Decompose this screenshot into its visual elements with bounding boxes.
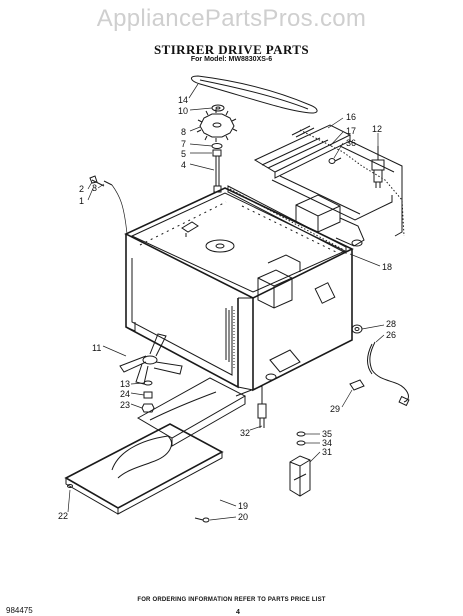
callout-14: 14 xyxy=(178,95,188,105)
page-number: 4 xyxy=(236,609,240,616)
callout-36: 36 xyxy=(346,138,356,148)
stirrer-shaft-4 xyxy=(213,156,222,193)
callout-3: 3 xyxy=(92,183,97,193)
callout-16: 16 xyxy=(346,112,356,122)
site-watermark: AppliancePartsPros.com xyxy=(96,5,367,32)
callout-22: 22 xyxy=(58,511,68,521)
diagram-title: STIRRER DRIVE PARTS xyxy=(154,42,309,57)
callout-34: 34 xyxy=(322,438,332,448)
oven-cavity-chassis xyxy=(124,187,354,392)
parts-diagram-page: AppliancePartsPros.com STIRRER DRIVE PAR… xyxy=(6,5,410,616)
callout-4: 4 xyxy=(181,160,186,170)
switch-31 xyxy=(289,455,311,497)
stirrer-pulley-8 xyxy=(196,109,238,142)
callout-1: 1 xyxy=(79,196,84,206)
washer-10 xyxy=(211,104,225,112)
washer-35-34 xyxy=(296,431,306,446)
callout-12: 12 xyxy=(372,124,382,134)
exploded-view-drawing: 14 10 8 7 5 4 2 3 1 16 17 36 12 18 11 13… xyxy=(58,75,410,523)
stirrer-blade-11 xyxy=(119,333,183,385)
callout-2: 2 xyxy=(79,184,84,194)
callout-numbers: 14 10 8 7 5 4 2 3 1 16 17 36 12 18 11 13… xyxy=(58,95,396,522)
model-label: For Model: MW8830XS-6 xyxy=(190,56,273,63)
drive-belt xyxy=(191,75,318,114)
callout-18: 18 xyxy=(382,262,392,272)
callout-19: 19 xyxy=(238,501,248,511)
washer-13 xyxy=(143,380,153,386)
callout-35: 35 xyxy=(322,429,332,439)
callout-10: 10 xyxy=(178,106,188,116)
grommet-28 xyxy=(351,324,363,334)
callout-29: 29 xyxy=(330,404,340,414)
callout-5: 5 xyxy=(181,149,186,159)
callout-32: 32 xyxy=(240,428,250,438)
washer-7 xyxy=(211,143,223,149)
callout-28: 28 xyxy=(386,319,396,329)
callout-23: 23 xyxy=(120,400,130,410)
callout-24: 24 xyxy=(120,389,130,399)
bottom-cover-plate xyxy=(64,423,224,523)
waveguide-duct-16 xyxy=(253,124,403,237)
callout-13: 13 xyxy=(120,379,130,389)
callout-11: 11 xyxy=(92,343,101,353)
air-deflector-plate xyxy=(136,377,247,447)
ordering-note: FOR ORDERING INFORMATION REFER TO PARTS … xyxy=(137,597,326,603)
callout-31: 31 xyxy=(322,447,332,457)
clip-36 xyxy=(328,157,342,164)
document-part-number: 984475 xyxy=(6,606,33,615)
callout-7: 7 xyxy=(181,139,186,149)
bearing-5 xyxy=(212,149,222,157)
connector-29 xyxy=(349,379,365,391)
nut-23 xyxy=(141,403,155,413)
thermostat-12 xyxy=(371,146,385,188)
callout-17: 17 xyxy=(346,126,356,136)
callout-26: 26 xyxy=(386,330,396,340)
bearing-24 xyxy=(143,391,153,399)
stirrer-motor-assembly xyxy=(295,194,365,247)
leader-lines xyxy=(67,83,385,521)
callout-20: 20 xyxy=(238,512,248,522)
wire-harness-26 xyxy=(367,341,410,407)
callout-8: 8 xyxy=(181,127,186,137)
